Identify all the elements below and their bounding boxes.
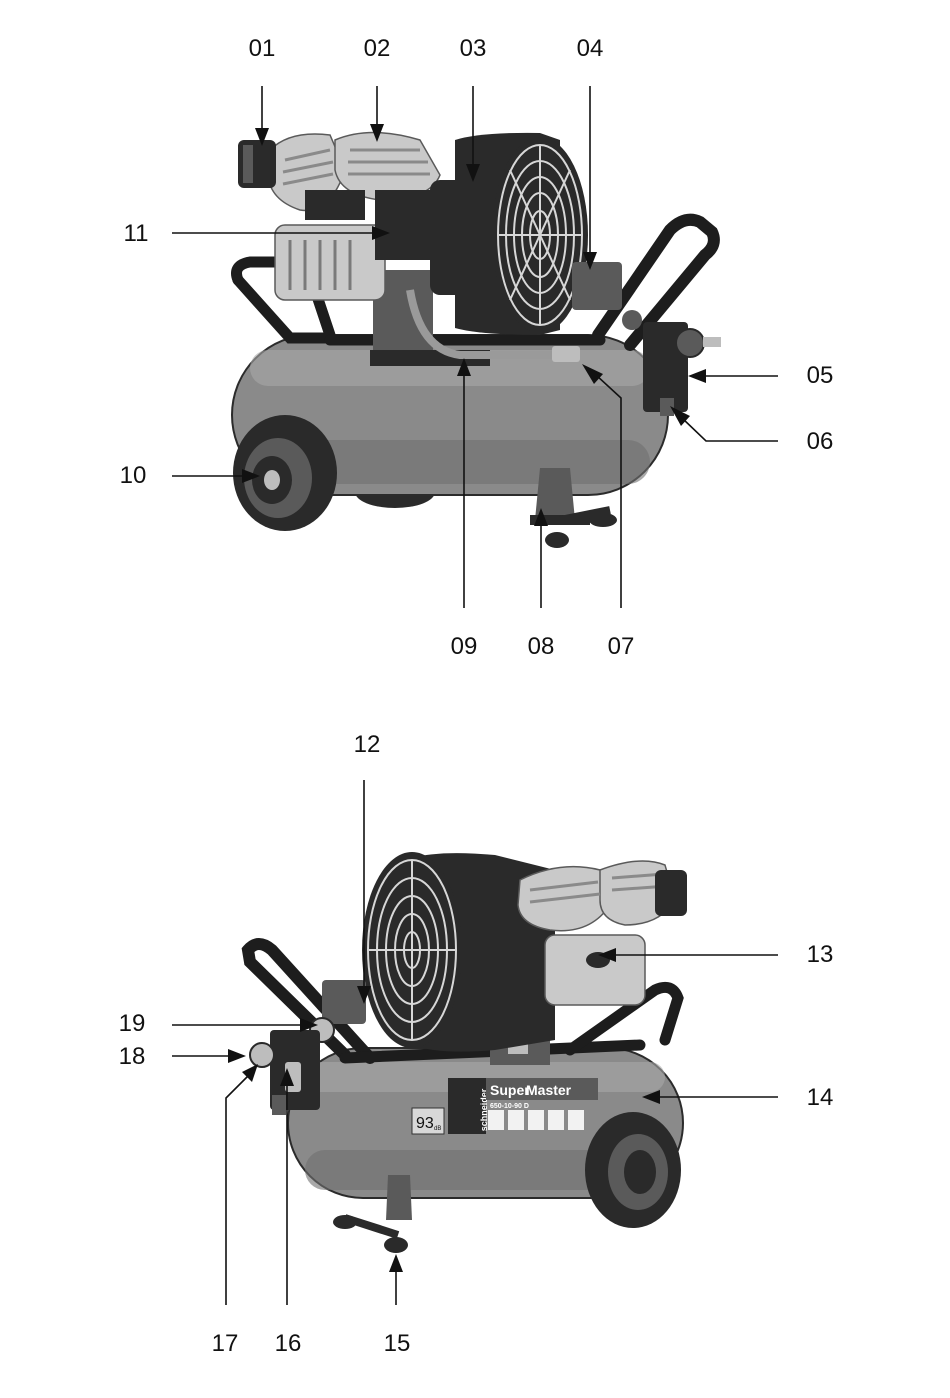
noise-level-value: 93 [416,1115,434,1132]
pressure-regulator [643,322,721,416]
callout-label-01: 01 [249,35,276,62]
callout-label-19: 19 [119,1010,146,1037]
arrow-05 [688,369,706,383]
callout-label-14: 14 [807,1084,834,1111]
air-filter [238,140,276,188]
callout-label-18: 18 [119,1043,146,1070]
callout-label-05: 05 [807,362,834,389]
rear-wheel [585,1112,681,1228]
compressor-rear-view: schneider Super Master 650-10-90 D 93 dB [248,852,687,1253]
callout-label-15: 15 [384,1330,411,1357]
compressor-front-view [232,133,721,549]
arrow-18 [228,1049,246,1063]
noise-level-unit: dB [434,1126,441,1132]
callout-label-16: 16 [275,1330,302,1357]
model-code: 650-10-90 D [490,1103,529,1110]
fan-guard [455,133,588,335]
crankcase [275,225,385,300]
callout-label-04: 04 [577,35,604,62]
callout-label-10: 10 [120,462,147,489]
check-valve [552,346,580,362]
pressure-switch [572,262,622,310]
callout-label-09: 09 [451,633,478,660]
callout-label-02: 02 [364,35,391,62]
callout-label-06: 06 [807,428,834,455]
callout-label-03: 03 [460,35,487,62]
callout-label-12: 12 [354,731,381,758]
arrow-15 [389,1254,403,1272]
leader-17 [226,1076,248,1305]
callout-label-08: 08 [528,633,555,660]
model-name-b: Master [526,1082,572,1098]
callout-label-13: 13 [807,941,834,968]
filter-regulator [250,1030,320,1115]
model-name-a: Super [490,1082,530,1098]
leader-06 [682,418,778,441]
callout-label-11: 11 [124,220,149,247]
safety-valve [622,310,642,330]
callout-label-17: 17 [212,1330,239,1357]
callout-label-07: 07 [608,633,635,660]
